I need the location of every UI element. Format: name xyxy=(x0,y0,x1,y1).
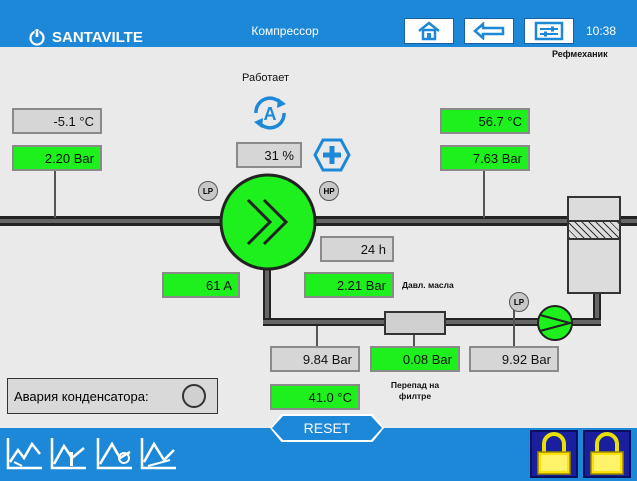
oil-filter xyxy=(384,311,446,335)
oil-separator-tank xyxy=(567,196,621,294)
oil-pump-icon xyxy=(537,305,574,341)
run-hours: 24 h xyxy=(320,236,394,262)
trend-4-icon[interactable] xyxy=(140,436,178,470)
back-button[interactable] xyxy=(464,18,514,44)
page-title: Компрессор xyxy=(251,24,319,38)
tank-filter-mesh xyxy=(569,220,619,240)
discharge-sensor-line xyxy=(483,170,485,218)
brand-name: SANTAVILTE xyxy=(52,28,143,46)
svg-text:A: A xyxy=(264,104,277,124)
filter-sensor-line xyxy=(413,334,415,346)
padlock-icon xyxy=(590,432,624,475)
brand-logo: SANTAVILTE xyxy=(28,28,143,46)
lock-button-2[interactable] xyxy=(583,430,631,478)
condenser-alarm-indicator xyxy=(182,384,206,408)
discharge-temperature: 56.7 °C xyxy=(440,108,530,134)
oil-pipe-down xyxy=(263,268,271,326)
compressor-pressure: 2.21 Bar xyxy=(304,272,394,298)
power-icon xyxy=(29,29,45,46)
capacity-value: 31 % xyxy=(236,142,302,168)
hp-sensor: HP xyxy=(319,181,339,201)
oil-sensor-line-1 xyxy=(316,326,318,346)
motor-current: 61 A xyxy=(162,272,240,298)
suction-sensor-line xyxy=(54,170,56,218)
back-arrow-icon xyxy=(473,22,505,40)
compressor-icon[interactable] xyxy=(218,172,318,272)
trend-2-icon[interactable] xyxy=(50,436,88,470)
main-pipe xyxy=(0,216,637,226)
sliders-icon xyxy=(534,21,564,41)
condenser-alarm-label: Авария конденсатора: xyxy=(14,388,149,404)
home-button[interactable] xyxy=(404,18,454,44)
oil-filter-differential: 0.08 Bar xyxy=(370,346,460,372)
user-role: Рефмеханик xyxy=(552,49,608,59)
oil-pipe-up xyxy=(593,292,601,326)
oil-lp-sensor: LP xyxy=(509,292,529,312)
settings-button[interactable] xyxy=(524,18,574,44)
compressor-status: Работает xyxy=(242,72,290,84)
discharge-pressure: 7.63 Bar xyxy=(440,145,530,171)
lock-button-1[interactable] xyxy=(530,430,578,478)
trend-1-icon[interactable] xyxy=(6,436,44,470)
capacity-increase-icon[interactable] xyxy=(313,137,351,173)
lp-sensor: LP xyxy=(198,181,218,201)
clock: 10:38 xyxy=(586,24,617,38)
home-icon xyxy=(418,21,440,41)
oil-pressure-label: Давл. масла xyxy=(402,280,454,290)
padlock-icon xyxy=(537,432,571,475)
oil-pipe-right xyxy=(570,318,601,326)
suction-pressure: 2.20 Bar xyxy=(12,145,102,171)
oil-sensor-line-2 xyxy=(513,306,515,346)
oil-filter-label: Перепад на филтре xyxy=(390,380,440,401)
oil-pressure-in: 9.84 Bar xyxy=(270,346,360,372)
trend-3-icon[interactable] xyxy=(96,436,134,470)
suction-temperature: -5.1 °C xyxy=(12,108,102,134)
oil-temperature: 41.0 °C xyxy=(270,384,360,410)
reset-button[interactable]: RESET xyxy=(272,416,382,440)
oil-pressure-out: 9.92 Bar xyxy=(469,346,559,372)
auto-mode-icon[interactable]: A xyxy=(248,92,292,134)
